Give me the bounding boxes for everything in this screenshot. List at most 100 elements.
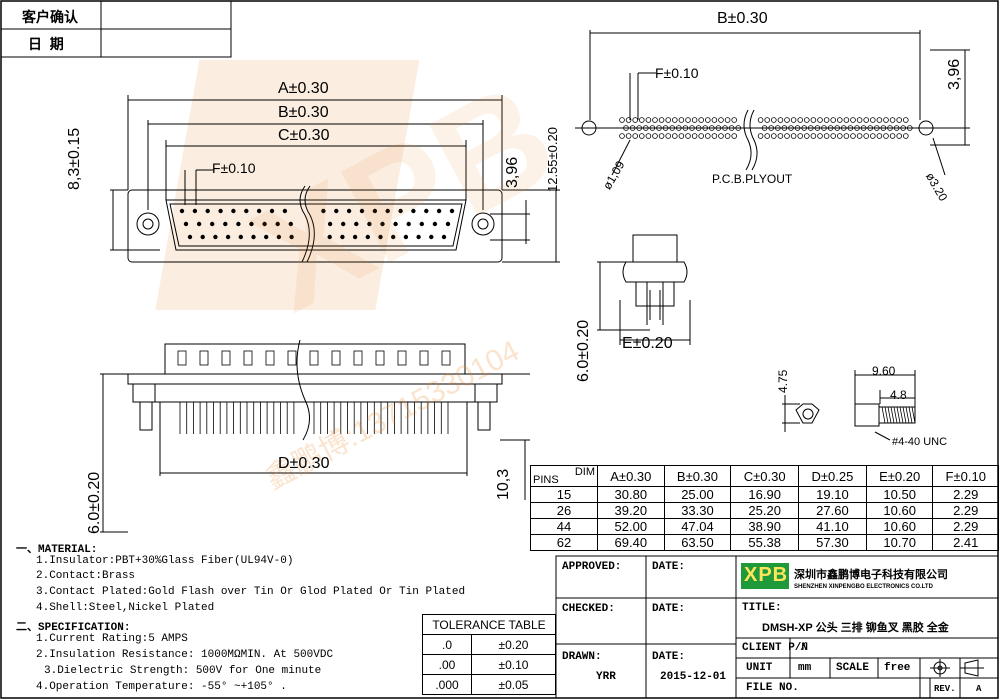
tolerance-table: TOLERANCE TABLE .0 ±0.20 .00 ±0.10 .000 … xyxy=(422,614,556,695)
spec-line: 4.Operation Temperature: -55° ~+105° . xyxy=(36,681,287,693)
pcb-hole xyxy=(880,125,887,131)
pcb-hole xyxy=(906,125,913,131)
pcb-hole xyxy=(803,133,810,139)
pin-contact xyxy=(213,234,218,240)
pin-contact xyxy=(210,221,215,227)
contact-slot xyxy=(419,350,429,366)
title-value: DMSH-XP 公头 三排 铆鱼叉 黑胶 全金 xyxy=(762,622,949,634)
table-cell: 19.10 xyxy=(798,486,867,503)
pcb-hole xyxy=(658,133,665,139)
pin-contact xyxy=(200,234,205,240)
dim-height-label: 8,3±0.15 xyxy=(66,127,83,190)
client-label: CLIENT P/N xyxy=(742,642,809,654)
pcb-hole xyxy=(850,117,856,123)
client-value: / xyxy=(800,642,807,654)
drawn-label: DRAWN: xyxy=(562,651,602,663)
pin-contact xyxy=(327,234,332,240)
pin-contact xyxy=(238,234,243,240)
pin-contact xyxy=(205,208,210,214)
table-cell: ±0.20 xyxy=(471,634,556,655)
top-view xyxy=(110,95,560,263)
pin-contact xyxy=(218,208,223,214)
spec-line: 1.Current Rating:5 AMPS xyxy=(36,633,188,645)
pcb-hole xyxy=(623,125,629,131)
pcb-hole xyxy=(731,117,737,123)
checked-label: CHECKED: xyxy=(562,603,615,615)
screw-thread xyxy=(881,406,916,424)
dim-table-corner: DIM PINS xyxy=(530,465,598,487)
pcb-hole xyxy=(761,125,768,131)
front-d-label: D±0.30 xyxy=(278,455,330,472)
checked-date-label: DATE: xyxy=(652,603,686,615)
pcb-hole xyxy=(788,125,794,131)
pcb-hole xyxy=(764,117,770,123)
pcb-hole xyxy=(735,125,741,131)
pin-contact xyxy=(380,221,385,227)
table-cell: 38.90 xyxy=(730,518,800,535)
pcb-hole xyxy=(823,133,830,139)
pcb-hole xyxy=(625,117,632,123)
pcb-hole xyxy=(768,125,774,131)
pcb-hole xyxy=(887,125,893,131)
drawn-date-value: 2015-12-01 xyxy=(660,671,727,683)
pcb-hole xyxy=(876,133,883,139)
contact-slot xyxy=(397,350,407,366)
dim-396-label: 3,96 xyxy=(504,156,521,188)
thread-line xyxy=(881,406,886,424)
projection-symbol-icon xyxy=(930,659,984,677)
pcb-hole xyxy=(665,133,671,139)
table-cell: 26 xyxy=(530,502,598,519)
pcb-hole xyxy=(817,117,823,123)
pin-contact xyxy=(327,221,333,227)
pcb-hole xyxy=(810,117,817,123)
table-cell: 69.40 xyxy=(597,534,665,551)
pcb-dim-h-label: 3,96 xyxy=(946,58,963,90)
pcb-hole xyxy=(869,133,876,139)
pcb-hole xyxy=(645,133,652,139)
dimension-table: DIM PINS A±0.30 B±0.30 C±0.30 D±0.25 E±0… xyxy=(530,465,999,551)
pin-contact xyxy=(445,221,451,227)
table-row: .00 ±0.10 xyxy=(422,654,556,675)
pin-contact xyxy=(282,208,288,214)
side-height-label: 6.0±0.20 xyxy=(575,319,592,382)
pcb-hole xyxy=(827,125,834,131)
pcb-hole xyxy=(671,133,678,139)
pcb-hole xyxy=(715,125,722,131)
pcb-hole xyxy=(724,133,731,139)
pin-contact xyxy=(276,234,282,240)
table-cell: 62 xyxy=(530,534,598,551)
top-view-pins xyxy=(179,208,455,240)
pin-contact xyxy=(275,221,280,227)
pin-contact xyxy=(416,234,421,240)
table-cell: 55.38 xyxy=(730,534,800,551)
table-cell: .00 xyxy=(422,654,472,675)
table-row: 62 69.40 63.50 55.38 57.30 10.70 2.41 xyxy=(530,534,999,551)
pcb-hole xyxy=(632,117,638,123)
table-cell: 30.80 xyxy=(597,486,665,503)
pcb-hole xyxy=(797,133,803,139)
dim-table-header: B±0.30 xyxy=(663,465,732,487)
dim-table-header: C±0.30 xyxy=(730,465,800,487)
thread-line xyxy=(896,406,901,424)
table-cell: 10.70 xyxy=(865,534,934,551)
pcb-hole xyxy=(671,117,678,123)
pcb-hole xyxy=(830,117,836,123)
company-logo-mark xyxy=(741,563,789,589)
pcb-hole xyxy=(658,117,665,123)
contact-slot xyxy=(441,350,451,366)
pcb-hole xyxy=(625,133,632,139)
pcb-holes xyxy=(619,117,913,139)
pin-contact xyxy=(269,208,275,214)
pin-contact xyxy=(346,208,352,214)
material-title: 一、MATERIAL: xyxy=(16,544,98,556)
table-cell: .0 xyxy=(422,634,472,655)
pcb-hole xyxy=(691,117,698,123)
pcb-hole xyxy=(863,133,869,139)
table-cell: 33.30 xyxy=(663,502,732,519)
pcb-hole xyxy=(876,117,883,123)
pcb-hole xyxy=(770,117,777,123)
pcb-hole xyxy=(784,117,790,123)
approved-date-label: DATE: xyxy=(652,561,686,573)
pcb-hole xyxy=(652,133,658,139)
pcb-hole xyxy=(896,133,902,139)
